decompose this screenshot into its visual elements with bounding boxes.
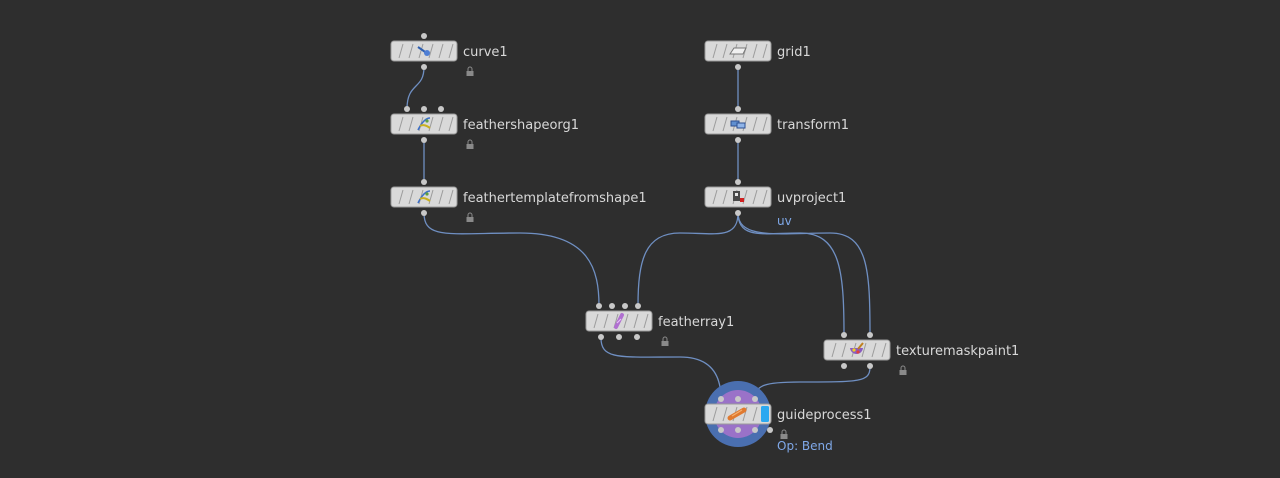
- input-connector[interactable]: [438, 106, 444, 112]
- output-connector[interactable]: [634, 334, 640, 340]
- node-curve1[interactable]: curve1: [390, 33, 508, 76]
- node-label: uvproject1: [777, 191, 846, 206]
- output-connector[interactable]: [752, 427, 758, 433]
- output-connector[interactable]: [767, 427, 773, 433]
- wire-uvproject1-to-featherray1[interactable]: [637, 212, 739, 307]
- output-connector[interactable]: [735, 427, 741, 433]
- output-connector[interactable]: [421, 64, 427, 70]
- node-label: transform1: [777, 118, 849, 133]
- node-label: feathershapeorg1: [463, 118, 579, 133]
- curve-icon: [417, 46, 430, 56]
- node-texturemaskpaint1[interactable]: texturemaskpaint1: [823, 332, 1019, 375]
- output-connector[interactable]: [421, 210, 427, 216]
- featherray-icon: [614, 313, 624, 329]
- output-connector[interactable]: [735, 137, 741, 143]
- input-connector[interactable]: [718, 396, 724, 402]
- paint-icon: [850, 342, 864, 354]
- output-connector[interactable]: [867, 363, 873, 369]
- input-connector[interactable]: [421, 33, 427, 39]
- node-sublabel: uv: [777, 214, 792, 228]
- input-connector[interactable]: [735, 396, 741, 402]
- input-connector[interactable]: [609, 303, 615, 309]
- output-connector[interactable]: [718, 427, 724, 433]
- input-connector[interactable]: [421, 179, 427, 185]
- node-body[interactable]: [390, 186, 458, 208]
- node-feathertemplatefromshape1[interactable]: feathertemplatefromshape1: [390, 179, 647, 222]
- node-sublabel: Op: Bend: [777, 439, 833, 453]
- node-label: feathertemplatefromshape1: [463, 191, 647, 206]
- wire-texturemaskpaint1-to-guideprocess1[interactable]: [754, 366, 871, 400]
- input-connector[interactable]: [404, 106, 410, 112]
- node-label: texturemaskpaint1: [896, 344, 1019, 359]
- node-uvproject1[interactable]: uvproject1 uv: [704, 179, 846, 228]
- output-connector[interactable]: [421, 137, 427, 143]
- wires: [406, 66, 871, 400]
- node-label: featherray1: [658, 315, 734, 330]
- node-label: grid1: [777, 45, 811, 60]
- input-connector[interactable]: [735, 179, 741, 185]
- lock-icon: [780, 429, 788, 439]
- node-label: guideprocess1: [777, 408, 872, 423]
- output-connector[interactable]: [598, 334, 604, 340]
- input-connector[interactable]: [841, 332, 847, 338]
- input-connector[interactable]: [622, 303, 628, 309]
- grid-icon: [729, 47, 747, 55]
- lock-icon: [899, 365, 907, 375]
- wire-uvproject1-to-texturemaskpaint1-b[interactable]: [737, 212, 871, 336]
- wire-curve1-to-feathershapeorg1[interactable]: [406, 66, 425, 110]
- feather-icon: [417, 190, 431, 204]
- input-connector[interactable]: [867, 332, 873, 338]
- input-connector[interactable]: [421, 106, 427, 112]
- input-connector[interactable]: [596, 303, 602, 309]
- output-connector[interactable]: [616, 334, 622, 340]
- feather-icon: [417, 117, 431, 131]
- node-body[interactable]: [390, 113, 458, 135]
- output-connector[interactable]: [841, 363, 847, 369]
- node-feathershapeorg1[interactable]: feathershapeorg1: [390, 106, 579, 149]
- wire-featherray1-to-guideprocess1[interactable]: [600, 337, 722, 400]
- lock-icon: [466, 212, 474, 222]
- node-transform1[interactable]: transform1: [704, 106, 849, 143]
- lock-icon: [466, 139, 474, 149]
- output-connector[interactable]: [735, 210, 741, 216]
- wire-feathertemplate-to-featherray1[interactable]: [423, 212, 600, 307]
- input-connector[interactable]: [735, 106, 741, 112]
- guideprocess-icon: [727, 407, 747, 421]
- lock-icon: [466, 66, 474, 76]
- output-connector[interactable]: [735, 64, 741, 70]
- input-connector[interactable]: [752, 396, 758, 402]
- uvproject-icon: [733, 191, 744, 202]
- node-grid1[interactable]: grid1: [704, 40, 811, 70]
- node-label: curve1: [463, 45, 508, 60]
- lock-icon: [661, 336, 669, 346]
- input-connector[interactable]: [635, 303, 641, 309]
- node-featherray1[interactable]: featherray1: [585, 303, 734, 346]
- transform-icon: [730, 120, 746, 129]
- display-flag[interactable]: [761, 406, 769, 422]
